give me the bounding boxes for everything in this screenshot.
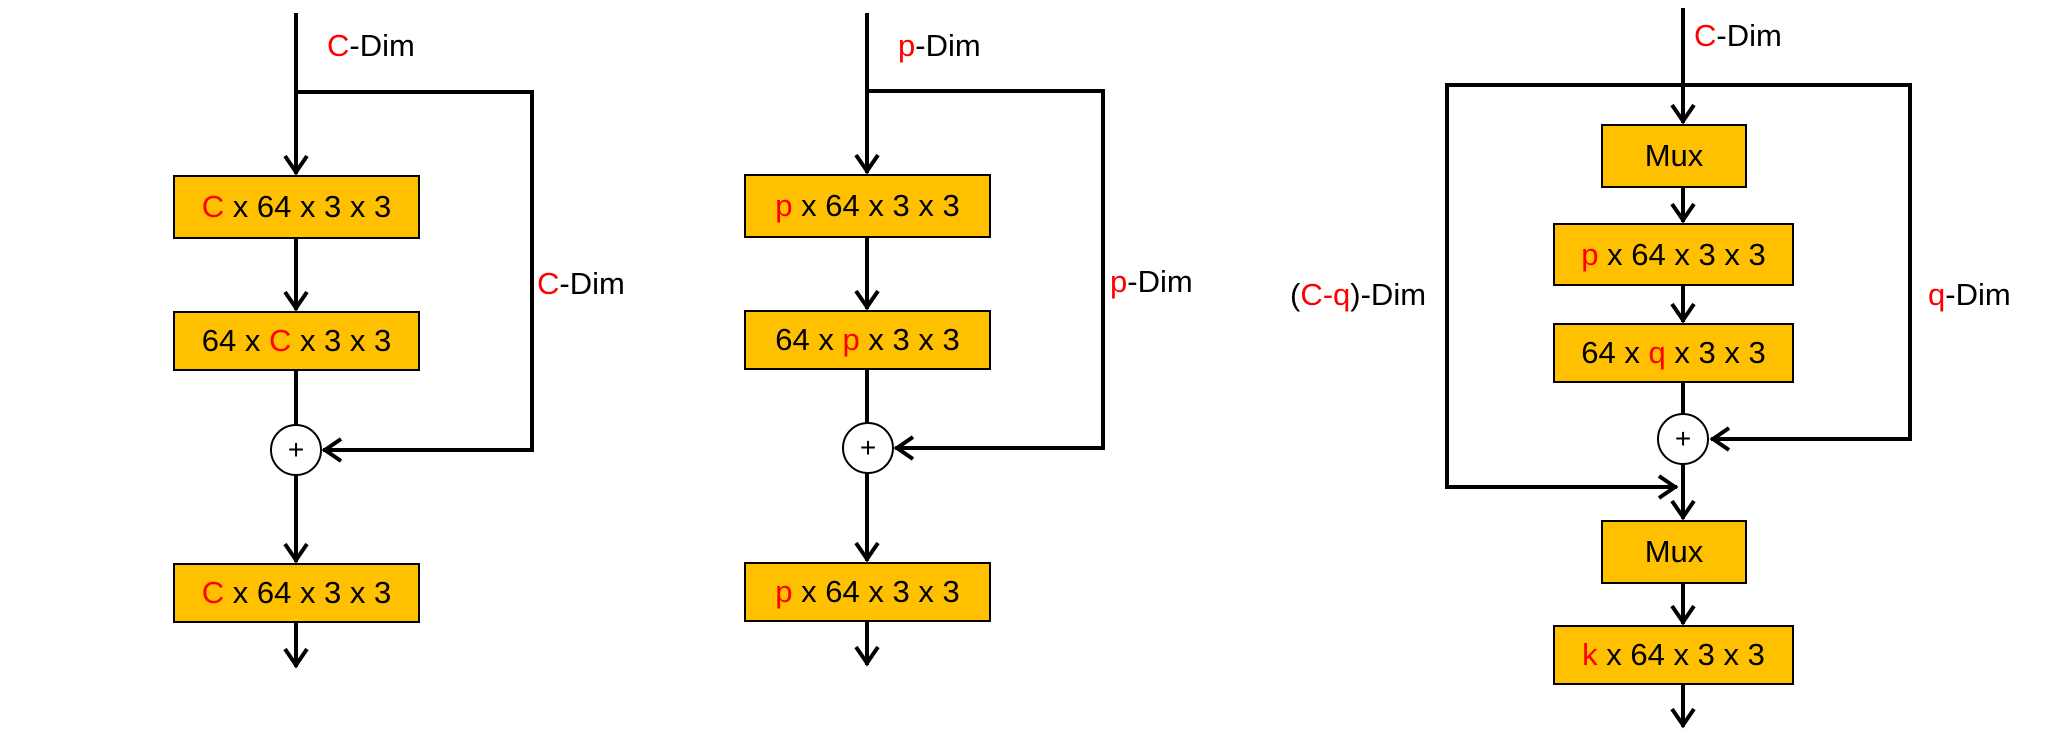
arrowhead-down xyxy=(1670,302,1696,324)
arrowhead-down xyxy=(1670,604,1696,626)
arrowhead-down xyxy=(1670,499,1696,521)
arrowhead-down xyxy=(283,154,309,176)
conv-block-3: p x 64 x 3 x 3 xyxy=(744,562,991,622)
arrowhead-down xyxy=(854,645,880,667)
arrowhead-down xyxy=(283,542,309,564)
arrowhead-down xyxy=(1670,707,1696,729)
arrowhead-down xyxy=(854,541,880,563)
conv-block-1: p x 64 x 3 x 3 xyxy=(1553,223,1794,286)
arrowhead-right xyxy=(1657,474,1679,500)
arrowhead-left xyxy=(893,435,915,461)
arrowhead-down xyxy=(1670,202,1696,224)
arrowhead-down xyxy=(283,647,309,669)
right-branch-dim-label: q-Dim xyxy=(1928,277,2011,312)
sum-node: + xyxy=(270,424,322,476)
arrowhead-left xyxy=(321,437,343,463)
sum-node: + xyxy=(1657,413,1709,465)
arrowhead-down xyxy=(854,289,880,311)
input-dim-label: C-Dim xyxy=(1694,18,1782,53)
arrowhead-down xyxy=(283,290,309,312)
mux-block-2: Mux xyxy=(1601,520,1747,584)
conv-block-3: C x 64 x 3 x 3 xyxy=(173,563,420,623)
conv-block-2: 64 x C x 3 x 3 xyxy=(173,311,420,371)
conv-block-2: 64 x p x 3 x 3 xyxy=(744,310,991,370)
skip-dim-label: C-Dim xyxy=(537,266,625,301)
sum-node: + xyxy=(842,422,894,474)
left-branch-dim-label: (C-q)-Dim xyxy=(1290,277,1427,312)
conv-block-2: 64 x q x 3 x 3 xyxy=(1553,323,1794,383)
conv-block-3: k x 64 x 3 x 3 xyxy=(1553,625,1794,685)
arrowhead-down xyxy=(1670,103,1696,125)
arrowhead-down xyxy=(854,153,880,175)
input-dim-label: p-Dim xyxy=(898,28,981,63)
conv-block-1: C x 64 x 3 x 3 xyxy=(173,175,420,239)
conv-block-1: p x 64 x 3 x 3 xyxy=(744,174,991,238)
input-dim-label: C-Dim xyxy=(327,28,415,63)
mux-block-1: Mux xyxy=(1601,124,1747,188)
skip-dim-label: p-Dim xyxy=(1110,264,1193,299)
arrowhead-left xyxy=(1709,426,1731,452)
